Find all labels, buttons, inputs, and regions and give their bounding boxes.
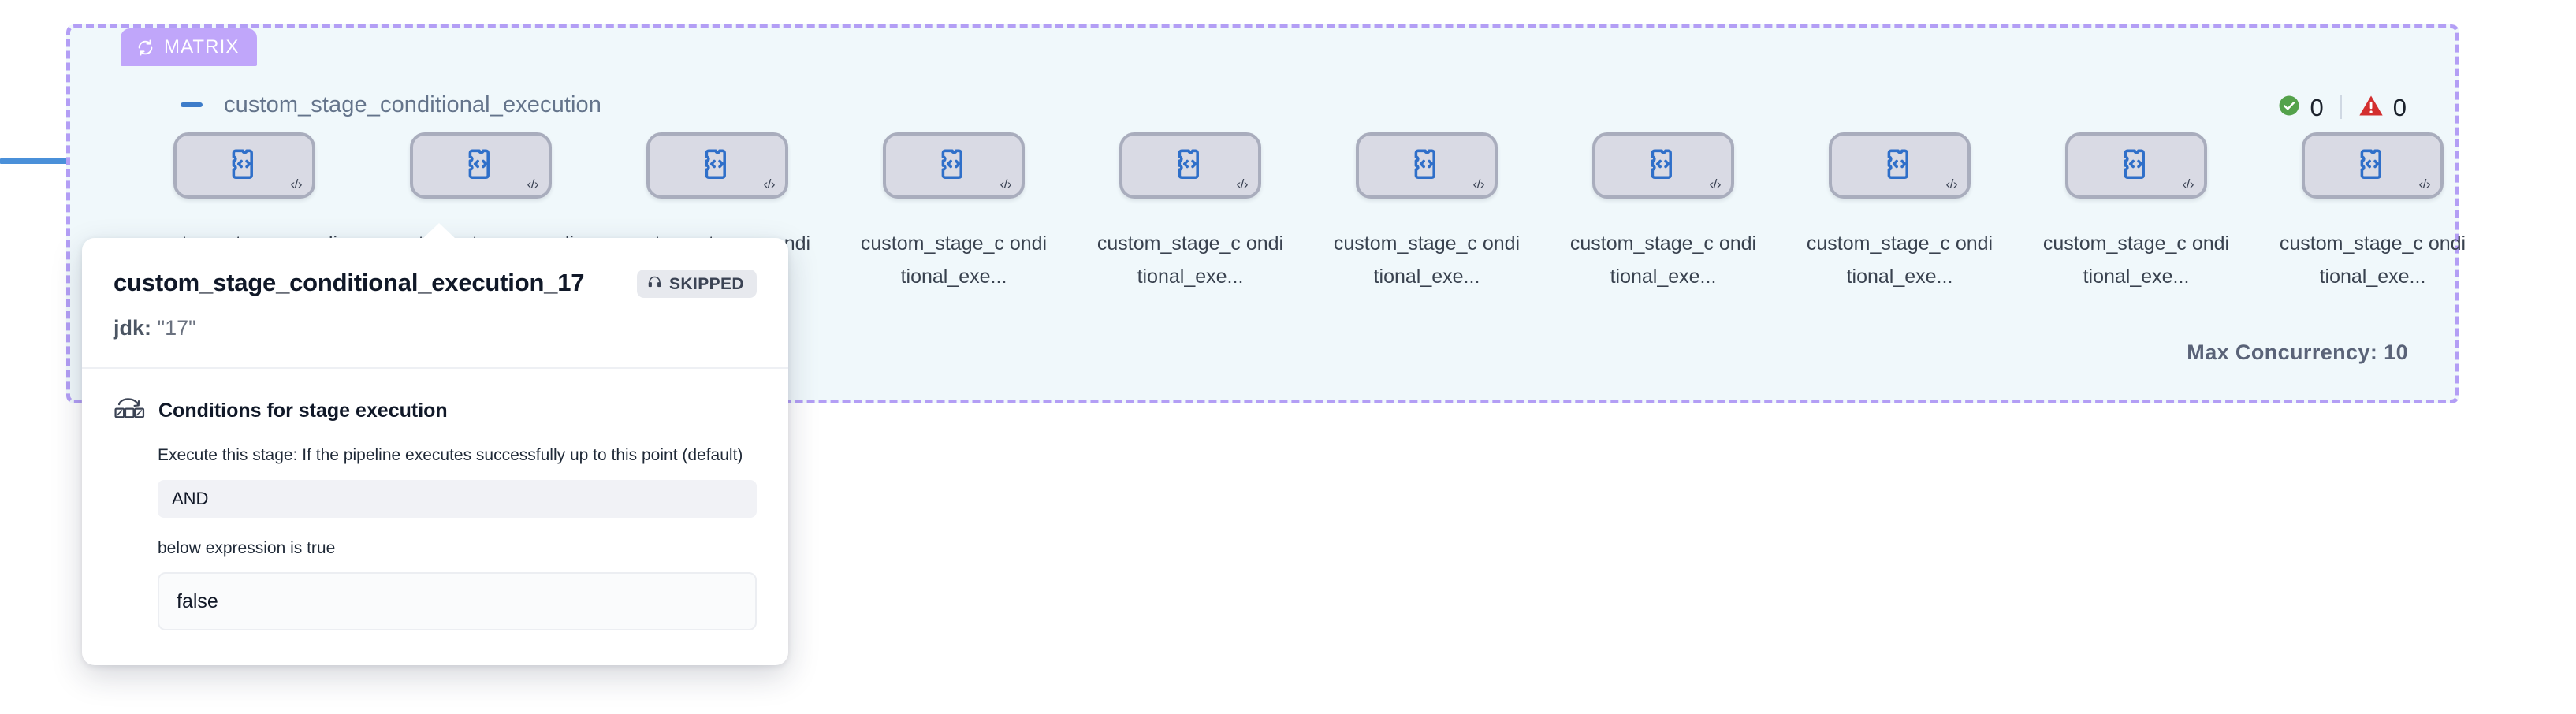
tooltip-matrix-key: jdk: <box>114 316 152 340</box>
tooltip-title: custom_stage_conditional_execution_17 <box>114 269 585 296</box>
matrix-node-cell: ‹/› custom_stage_c onditional_exe... <box>1072 132 1308 293</box>
warning-count: 0 <box>2392 93 2407 121</box>
code-brackets-icon: ‹/› <box>1000 177 1011 192</box>
stage-tooltip-card: custom_stage_conditional_execution_17 SK… <box>82 223 788 666</box>
stage-node-7[interactable]: ‹/› <box>1592 132 1734 199</box>
code-puzzle-icon <box>226 146 262 186</box>
matrix-node-cell: ‹/› custom_stage_c onditional_exe... <box>836 132 1072 293</box>
stage-node-label: custom_stage_c onditional_exe... <box>1096 232 1284 288</box>
stage-node-1[interactable]: ‹/› <box>173 132 315 199</box>
code-brackets-icon: ‹/› <box>1709 177 1721 192</box>
check-circle-icon <box>2277 94 2301 121</box>
loop-icon <box>136 38 155 58</box>
tooltip-section-title: Conditions for stage execution <box>158 399 448 422</box>
stage-node-label: custom_stage_c onditional_exe... <box>2042 232 2230 288</box>
tooltip-matrix-axis: jdk: "17" <box>114 315 757 340</box>
conditional-flow-icon <box>114 396 145 426</box>
status-divider <box>2340 95 2342 119</box>
status-counters: 0 0 <box>2277 91 2407 123</box>
code-puzzle-icon <box>1172 146 1208 186</box>
tooltip-operator-pill: AND <box>158 479 757 519</box>
tooltip-condition-description: Execute this stage: If the pipeline exec… <box>158 446 743 465</box>
code-brackets-icon: ‹/› <box>2182 177 2194 192</box>
stage-node-2[interactable]: ‹/› <box>410 132 552 199</box>
tooltip-condition-description-2: below expression is true <box>158 539 336 558</box>
skipped-icon <box>647 275 662 292</box>
stage-node-8[interactable]: ‹/› <box>1829 132 1971 199</box>
stage-node-label: custom_stage_c onditional_exe... <box>860 232 1048 288</box>
matrix-node-cell: ‹/› custom_stage_c onditional_exe... <box>2018 132 2254 293</box>
code-brackets-icon: ‹/› <box>2418 177 2430 192</box>
matrix-badge-label: MATRIX <box>164 36 240 58</box>
code-puzzle-icon <box>699 146 735 186</box>
code-brackets-icon: ‹/› <box>1945 177 1957 192</box>
stage-node-3[interactable]: ‹/› <box>646 132 788 199</box>
code-puzzle-icon <box>463 146 499 186</box>
matrix-node-cell: ‹/› custom_stage_c onditional_exe... <box>1781 132 2018 293</box>
matrix-node-cell: ‹/› custom_stage_c onditional_exe... <box>1308 132 1545 293</box>
stage-node-10[interactable]: ‹/› <box>2302 132 2444 199</box>
stage-node-4[interactable]: ‹/› <box>883 132 1025 199</box>
tooltip-arrow <box>423 223 456 239</box>
code-puzzle-icon <box>1409 146 1445 186</box>
code-brackets-icon: ‹/› <box>1472 177 1484 192</box>
code-puzzle-icon <box>936 146 972 186</box>
minus-icon[interactable] <box>181 102 203 107</box>
code-puzzle-icon <box>2118 146 2154 186</box>
stage-node-label: custom_stage_c onditional_exe... <box>1569 232 1757 288</box>
tooltip-body: Conditions for stage execution Execute t… <box>82 369 788 665</box>
success-count: 0 <box>2310 93 2324 121</box>
warning-counter: 0 <box>2358 94 2407 121</box>
incoming-edge-connector <box>0 158 73 164</box>
code-puzzle-icon <box>1882 146 1918 186</box>
stage-node-6[interactable]: ‹/› <box>1356 132 1498 199</box>
warning-triangle-icon <box>2358 94 2384 121</box>
code-brackets-icon: ‹/› <box>527 177 538 192</box>
stage-node-label: custom_stage_c onditional_exe... <box>1333 232 1521 288</box>
status-badge: SKIPPED <box>637 270 757 298</box>
matrix-node-cell: ‹/› custom_stage_c onditional_exe... <box>2254 132 2491 293</box>
code-puzzle-icon <box>1645 146 1681 186</box>
status-badge-label: SKIPPED <box>669 274 744 293</box>
tooltip-matrix-value: "17" <box>157 316 196 340</box>
tooltip-header: custom_stage_conditional_execution_17 SK… <box>82 238 788 370</box>
stage-node-5[interactable]: ‹/› <box>1119 132 1261 199</box>
code-brackets-icon: ‹/› <box>1236 177 1248 192</box>
code-brackets-icon: ‹/› <box>290 177 302 192</box>
code-brackets-icon: ‹/› <box>763 177 775 192</box>
matrix-node-cell: ‹/› custom_stage_c onditional_exe... <box>1545 132 1781 293</box>
max-concurrency-label: Max Concurrency: 10 <box>2187 340 2408 364</box>
matrix-badge[interactable]: MATRIX <box>121 28 257 66</box>
stage-node-label: custom_stage_c onditional_exe... <box>2279 232 2466 288</box>
stage-node-label: custom_stage_c onditional_exe... <box>1806 232 1993 288</box>
matrix-group-title: custom_stage_conditional_execution <box>224 91 601 117</box>
tooltip-expression-box[interactable]: false <box>158 572 757 631</box>
code-puzzle-icon <box>2355 146 2391 186</box>
success-counter: 0 <box>2277 94 2324 121</box>
stage-node-9[interactable]: ‹/› <box>2065 132 2207 199</box>
matrix-group-header: custom_stage_conditional_execution <box>181 87 2455 122</box>
